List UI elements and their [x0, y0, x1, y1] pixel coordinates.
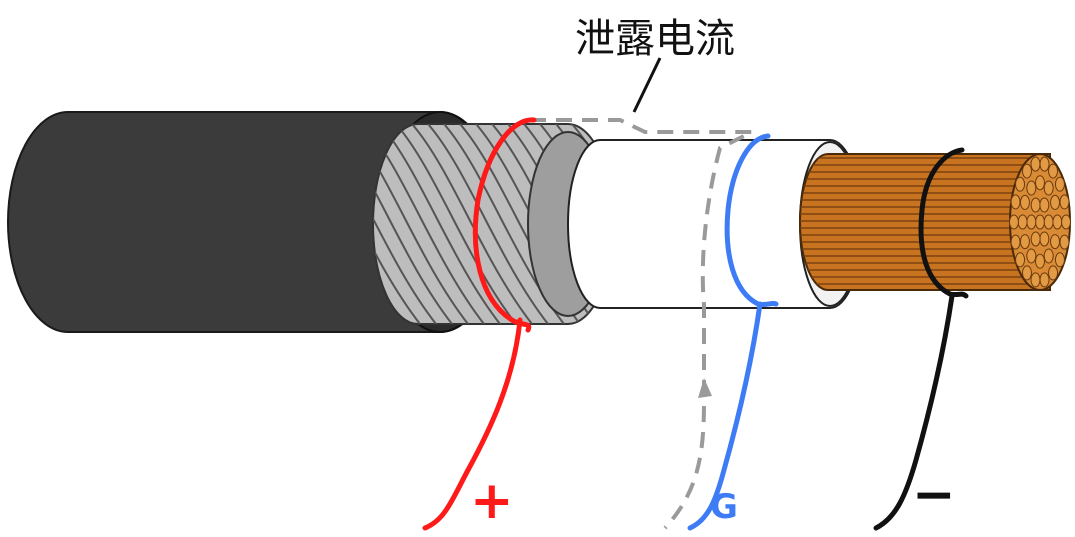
negative-wire: [873, 147, 969, 531]
strand-ends: [1008, 156, 1072, 288]
positive-terminal-label: +: [470, 471, 514, 531]
guard-wire: [687, 133, 779, 531]
diagram-title: 泄露电流: [575, 16, 735, 62]
leakage-current-path: [530, 118, 753, 530]
conductor-strands: [800, 157, 1040, 285]
leak-arrow-icon: [698, 378, 712, 398]
title-leader-line: [632, 57, 662, 113]
positive-wire: [422, 117, 537, 531]
guard-terminal-label: G: [710, 487, 738, 527]
copper-conductor: [799, 153, 1072, 291]
negative-terminal-label: −: [912, 465, 956, 525]
